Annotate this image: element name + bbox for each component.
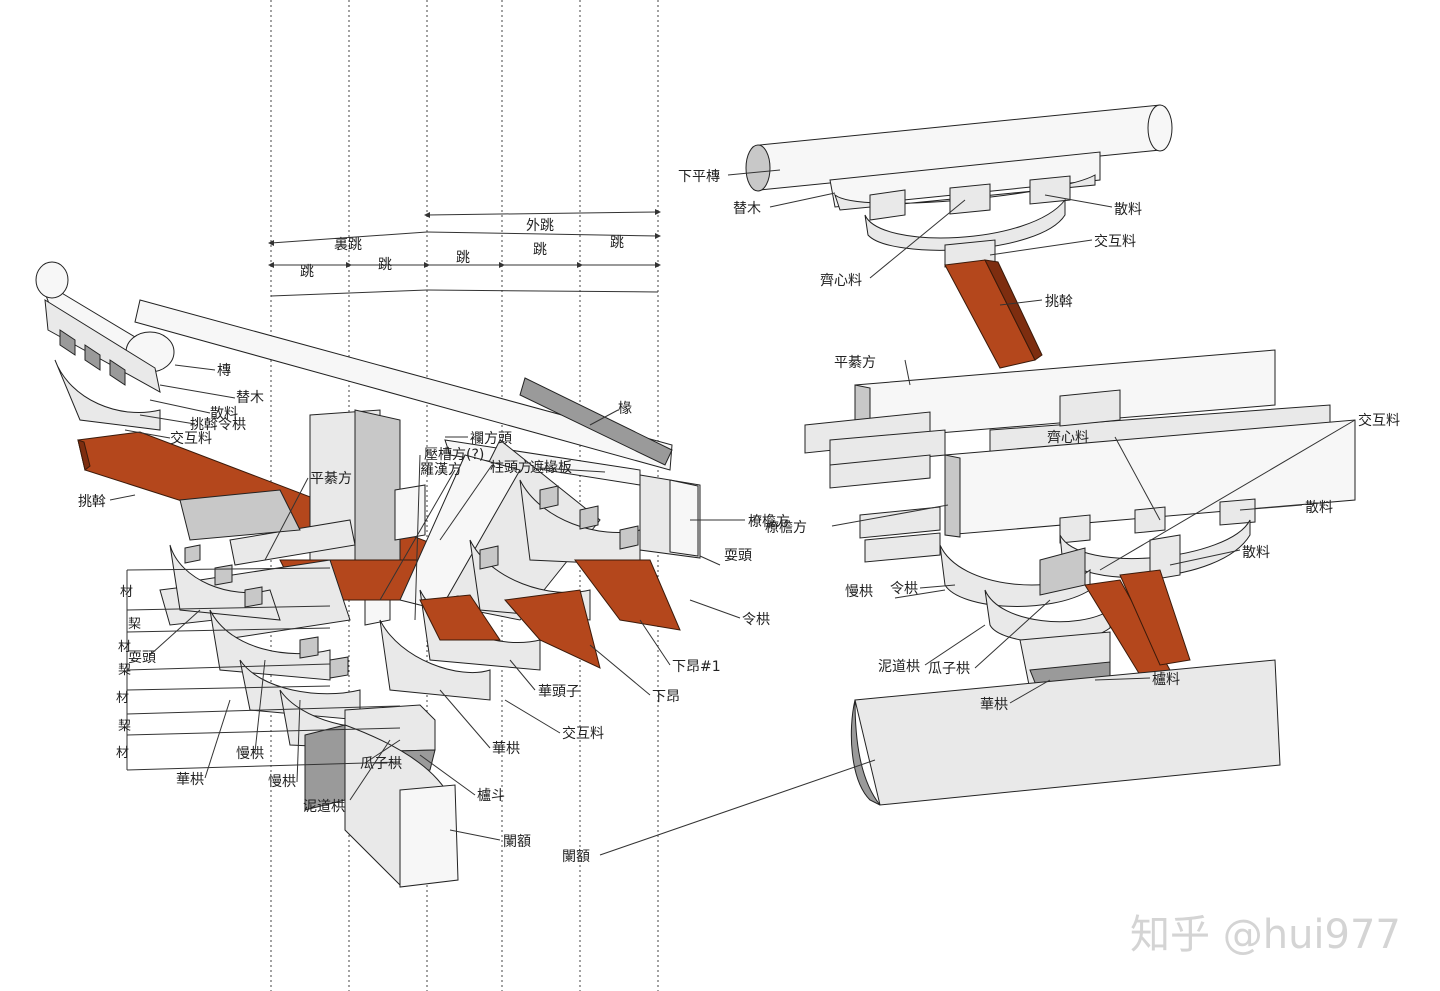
right-label-linggong: 令栱 bbox=[890, 581, 918, 597]
right-leaders bbox=[599, 169, 1356, 856]
watermark: 知乎 @hui977 bbox=[1130, 912, 1401, 958]
left-label-mangong-l: 慢栱 bbox=[236, 745, 264, 762]
right-label-ludou: 櫨料 bbox=[1152, 672, 1180, 688]
left-label-xiaang1: 下昂#1 bbox=[672, 659, 721, 675]
right-assembly bbox=[745, 104, 1356, 806]
left-label-jiaohudou2: 交互料 bbox=[562, 725, 604, 742]
right-label-jiaohudou: 交互料 bbox=[1094, 233, 1136, 250]
right-label-huagong: 華栱 bbox=[980, 697, 1008, 713]
left-label-huatouzi: 華頭子 bbox=[538, 684, 580, 700]
left-label-yanfang: 壓槽方(?) bbox=[424, 447, 484, 463]
dim-step-2: 跳 bbox=[378, 257, 392, 273]
right-label-sandou2: 散料 bbox=[1305, 500, 1333, 516]
left-label-chuan: 椽 bbox=[618, 401, 632, 417]
left-label-huagong-r: 華栱 bbox=[492, 741, 520, 757]
dim-outer-label: 外跳 bbox=[526, 218, 554, 234]
left-label-ludou: 櫨斗 bbox=[477, 788, 505, 804]
right-label-jiaohudou2: 交互料 bbox=[1358, 412, 1400, 429]
dim-step-3: 跳 bbox=[456, 250, 470, 266]
left-label-mangong-b: 慢栱 bbox=[268, 773, 296, 790]
right-label-liaoyanfang: 橑檐方 bbox=[765, 519, 807, 536]
cai-label-4: 材 bbox=[116, 746, 129, 761]
left-label-huagong-l: 華栱 bbox=[176, 772, 204, 788]
left-label-jiaohudou: 交互料 bbox=[170, 430, 212, 447]
left-leaders bbox=[109, 364, 745, 841]
left-label-tiaowo: 挑斡 bbox=[78, 494, 106, 510]
right-label-xiapingtuan: 下平槫 bbox=[678, 169, 720, 185]
left-label-ee: 闌額 bbox=[503, 834, 531, 850]
left-label-zhutoufang: 柱頭方 bbox=[490, 460, 532, 476]
qi-label-2: 栔 bbox=[118, 663, 131, 678]
right-label-ee: 闌額 bbox=[562, 849, 590, 865]
left-label-shuatou-r: 耍頭 bbox=[724, 548, 752, 564]
right-label-mangong: 慢栱 bbox=[845, 583, 873, 600]
cai-label-3: 材 bbox=[116, 691, 129, 706]
left-label-tuan: 槫 bbox=[217, 363, 231, 379]
left-label-linggong: 令栱 bbox=[742, 612, 770, 628]
left-label-shuatou-l: 耍頭 bbox=[128, 650, 156, 666]
left-label-lanefang: 襴方頭 bbox=[470, 431, 512, 447]
left-label-yanban: 遮椽板 bbox=[530, 460, 572, 476]
left-label-xiaang: 下昂 bbox=[652, 689, 680, 705]
left-assembly bbox=[35, 261, 701, 888]
right-label-pingqifang: 平綦方 bbox=[834, 355, 876, 371]
right-label-guazigong: 瓜子栱 bbox=[928, 661, 970, 677]
left-label-timu: 替木 bbox=[236, 390, 264, 406]
left-label-tiaowo-linggong: 挑斡令栱 bbox=[190, 417, 246, 433]
dim-inner-label: 裏跳 bbox=[334, 236, 362, 253]
cai-label-1: 材 bbox=[120, 585, 133, 600]
right-label-qixindou2: 齊心料 bbox=[1047, 429, 1089, 446]
left-label-guazigong: 瓜子栱 bbox=[360, 756, 402, 772]
right-label-qixindou: 齊心料 bbox=[820, 272, 862, 289]
left-label-nidaogong: 泥道栱 bbox=[303, 799, 345, 815]
dimension-lines bbox=[268, 209, 661, 297]
qi-label-3: 栔 bbox=[118, 719, 131, 734]
right-label-sandou: 散料 bbox=[1114, 202, 1142, 218]
right-label-sandou3: 散料 bbox=[1242, 545, 1270, 561]
left-label-liaoyanfang: 橑檐方 bbox=[748, 513, 790, 530]
cai-qi-measure bbox=[126, 567, 401, 771]
right-label-tiaowo: 挑斡 bbox=[1045, 294, 1073, 310]
right-label-timu: 替木 bbox=[733, 201, 761, 217]
dim-step-5: 跳 bbox=[610, 235, 624, 251]
qi-label-1: 栔 bbox=[128, 617, 141, 632]
dim-step-1: 跳 bbox=[300, 264, 314, 280]
cai-label-2: 材 bbox=[118, 640, 131, 655]
left-label-pingqifang: 平綦方 bbox=[310, 471, 352, 487]
dim-step-4: 跳 bbox=[533, 242, 547, 258]
right-label-nidaogong: 泥道栱 bbox=[878, 659, 920, 675]
left-label-luqifang: 羅漢方 bbox=[420, 462, 462, 478]
left-label-sandou: 散料 bbox=[210, 406, 238, 422]
